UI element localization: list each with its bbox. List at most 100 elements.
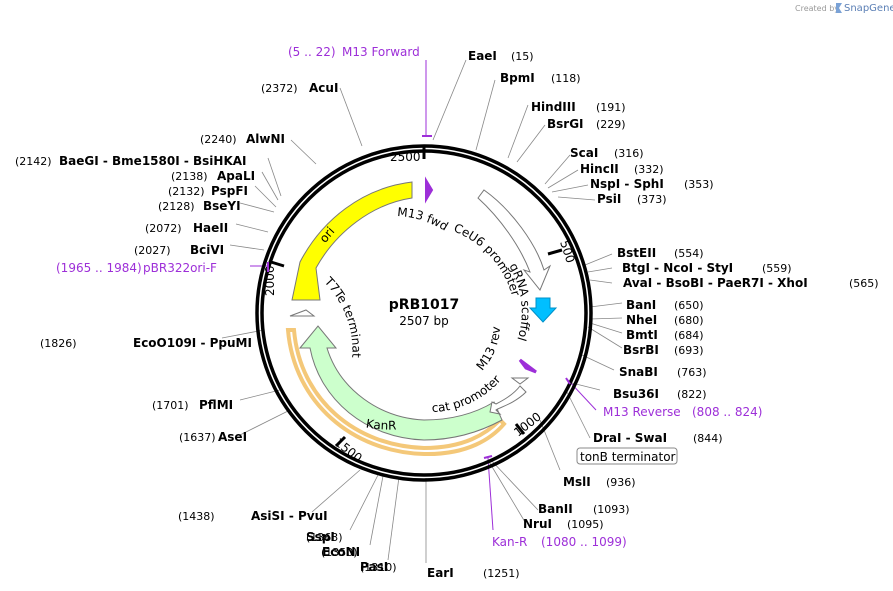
primer-name-m13-forward[interactable]: M13 Forward — [342, 45, 420, 59]
primer-range-kan-r[interactable]: (1080 .. 1099) — [541, 535, 627, 549]
site-pos-drai-swai[interactable]: (844) — [693, 432, 723, 445]
site-name-haeii[interactable]: HaeII — [193, 221, 228, 235]
site-name-ecoo109i-ppumi[interactable]: EcoO109I - PpuMI — [133, 336, 252, 350]
site-name-hindiii[interactable]: HindIII — [531, 100, 576, 114]
site-name-econi[interactable]: EcoNI — [322, 545, 360, 559]
site-pos-msli[interactable]: (936) — [606, 476, 636, 489]
site-pos-bseyi[interactable]: (2128) — [158, 200, 195, 213]
site-name-bsrgi[interactable]: BsrGI — [547, 117, 584, 131]
grna-scaffold-feature[interactable] — [528, 297, 558, 323]
site-name-alwni[interactable]: AlwNI — [246, 132, 285, 146]
site-pos-ecoo109i-ppumi[interactable]: (1826) — [40, 337, 77, 350]
site-pos-alwni[interactable]: (2240) — [200, 133, 237, 146]
site-name-pflmi[interactable]: PflMI — [199, 398, 233, 412]
tonb-terminator-marker[interactable] — [510, 377, 530, 385]
m13-rev-feature[interactable] — [518, 358, 537, 374]
primer-name-m13-reverse[interactable]: M13 Reverse — [603, 405, 681, 419]
site-pos-apali[interactable]: (2138) — [171, 170, 208, 183]
site-name-psii[interactable]: PsiI — [597, 192, 621, 206]
primer-name-kan-r[interactable]: Kan-R — [492, 535, 527, 549]
site-name-asisi-pvui[interactable]: AsiSI - PvuI — [251, 509, 328, 523]
site-name-sspi[interactable]: SspI — [306, 530, 335, 544]
plasmid-size: 2507 bp — [399, 314, 449, 328]
site-name-avai-bsobi-paer7i-xhoi[interactable]: AvaI - BsoBI - PaeR7I - XhoI — [623, 276, 808, 290]
site-name-baegi-bme1580i-bsihkai[interactable]: BaeGI - Bme1580I - BsiHKAI — [59, 154, 247, 168]
site-name-bcivi[interactable]: BciVI — [190, 243, 224, 257]
site-name-bsteii[interactable]: BstEII — [617, 246, 656, 260]
site-pos-baegi-bme1580i-bsihkai[interactable]: (2142) — [15, 155, 52, 168]
site-pos-sspi[interactable]: (1363) — [306, 531, 343, 544]
site-pos-bsteii[interactable]: (554) — [674, 247, 704, 260]
site-name-pspfi[interactable]: PspFI — [211, 184, 248, 198]
site-pos-snabi[interactable]: (763) — [677, 366, 707, 379]
site-pos-bcivi[interactable]: (2027) — [134, 244, 171, 257]
site-name-eari[interactable]: EarI — [427, 566, 454, 580]
tonb-terminator-label: tonB terminator — [580, 450, 676, 464]
site-pos-eari[interactable]: (1251) — [483, 567, 520, 580]
site-pos-bani[interactable]: (650) — [674, 299, 704, 312]
site-pos-bsu36i[interactable]: (822) — [677, 388, 707, 401]
site-name-bmti[interactable]: BmtI — [626, 328, 658, 342]
site-pos-nhei[interactable]: (680) — [674, 314, 704, 327]
site-pos-hindiii[interactable]: (191) — [596, 101, 626, 114]
ceu6-promoter-feature[interactable] — [477, 189, 552, 291]
site-pos-psii[interactable]: (373) — [637, 193, 667, 206]
site-name-hincii[interactable]: HincII — [580, 162, 619, 176]
plasmid-name: pRB1017 — [389, 297, 459, 313]
site-pos-asei[interactable]: (1637) — [179, 431, 216, 444]
site-name-btgi-ncoi-styi[interactable]: BtgI - NcoI - StyI — [622, 261, 733, 275]
site-pos-pspfi[interactable]: (2132) — [168, 185, 205, 198]
site-name-nrui[interactable]: NruI — [523, 517, 552, 531]
site-name-bpmi[interactable]: BpmI — [500, 71, 535, 85]
site-pos-pflmi[interactable]: (1701) — [152, 399, 189, 412]
site-name-bseyi[interactable]: BseYI — [203, 199, 241, 213]
primer-range-m13-reverse[interactable]: (808 .. 824) — [692, 405, 762, 419]
site-name-scai[interactable]: ScaI — [570, 146, 598, 160]
site-pos-avai-bsobi-paer7i-xhoi[interactable]: (565) — [849, 277, 879, 290]
site-name-asei[interactable]: AseI — [218, 430, 247, 444]
site-pos-bsrgi[interactable]: (229) — [596, 118, 626, 131]
site-name-nhei[interactable]: NheI — [626, 313, 657, 327]
primer-range-m13-forward[interactable]: (5 .. 22) — [288, 45, 336, 59]
site-pos-eaei[interactable]: (15) — [511, 50, 534, 63]
cat-promoter-feature[interactable] — [489, 385, 527, 415]
site-pos-pasi[interactable]: (1310) — [360, 561, 397, 574]
ori-feature[interactable] — [291, 181, 413, 301]
restriction-sites-right: EaeI (15) BpmI (118) HindIII (191) BsrGI (229) S… — [306, 49, 879, 580]
site-pos-nrui[interactable]: (1095) — [567, 518, 604, 531]
primer-range-pbr322ori-f[interactable]: (1965 .. 1984) — [56, 261, 142, 275]
site-pos-nspi-sphi[interactable]: (353) — [684, 178, 714, 191]
site-name-banii[interactable]: BanII — [538, 502, 573, 516]
kanr-feature[interactable] — [298, 325, 503, 441]
site-pos-haeii[interactable]: (2072) — [145, 222, 182, 235]
tick-marks — [270, 145, 563, 448]
site-pos-bpmi[interactable]: (118) — [551, 72, 581, 85]
site-pos-econi[interactable]: (1350) — [321, 546, 358, 559]
site-pos-acui[interactable]: (2372) — [261, 82, 298, 95]
site-pos-hincii[interactable]: (332) — [634, 163, 664, 176]
primer-name-pbr322ori-f[interactable]: pBR322ori-F — [143, 261, 217, 275]
site-pos-bmti[interactable]: (684) — [674, 329, 704, 342]
t7te-terminator-marker[interactable] — [289, 309, 316, 317]
site-pos-btgi-ncoi-styi[interactable]: (559) — [762, 262, 792, 275]
m13-fwd-feature[interactable] — [425, 176, 434, 204]
site-name-eaei[interactable]: EaeI — [468, 49, 497, 63]
site-pos-bsrbi[interactable]: (693) — [674, 344, 704, 357]
site-name-acui[interactable]: AcuI — [309, 81, 338, 95]
site-pos-banii[interactable]: (1093) — [593, 503, 630, 516]
site-name-bsu36i[interactable]: Bsu36I — [613, 387, 659, 401]
site-name-apali[interactable]: ApaLI — [217, 169, 255, 183]
site-name-pasi[interactable]: PasI — [360, 560, 388, 574]
site-pos-scai[interactable]: (316) — [614, 147, 644, 160]
site-name-snabi[interactable]: SnaBI — [619, 365, 658, 379]
leader-lines — [221, 59, 623, 563]
primer-leader-lines — [250, 60, 597, 531]
site-name-msli[interactable]: MslI — [563, 475, 591, 489]
site-name-bani[interactable]: BanI — [626, 298, 656, 312]
site-pos-asisi-pvui[interactable]: (1438) — [178, 510, 215, 523]
site-name-nspi-sphi[interactable]: NspI - SphI — [590, 177, 664, 191]
site-name-drai-swai[interactable]: DraI - SwaI — [593, 431, 667, 445]
site-name-bsrbi[interactable]: BsrBI — [623, 343, 659, 357]
m13-fwd-label: M13 fwd — [397, 205, 451, 234]
